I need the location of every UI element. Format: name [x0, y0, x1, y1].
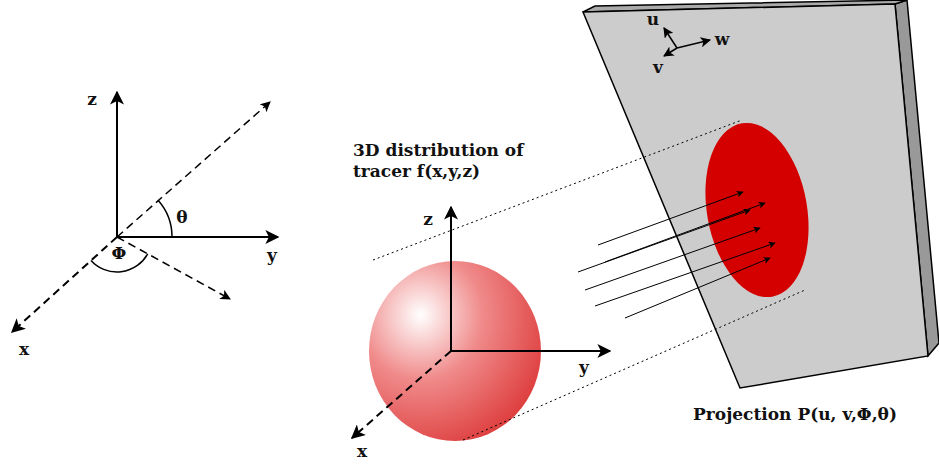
angle-label: θ	[176, 207, 187, 228]
axis-label: x	[357, 442, 367, 463]
object-frame	[352, 207, 610, 438]
axis-label: z	[423, 209, 433, 230]
caption-text: Projection P(u, v,Φ,θ)	[693, 404, 897, 425]
axis-label: z	[87, 89, 97, 110]
axis-label: y	[579, 357, 589, 378]
plate-axes	[664, 28, 710, 56]
caption-text: 3D distribution of tracer f(x,y,z)	[353, 140, 543, 183]
axis-label: w	[715, 29, 730, 50]
axis-label: x	[19, 339, 29, 360]
axis-label: u	[647, 9, 659, 30]
axis-label: y	[267, 245, 277, 266]
angle-label: Φ	[112, 243, 127, 264]
detector-plate	[583, 0, 939, 388]
angle-frame	[12, 92, 278, 332]
axis-label: v	[653, 57, 663, 78]
